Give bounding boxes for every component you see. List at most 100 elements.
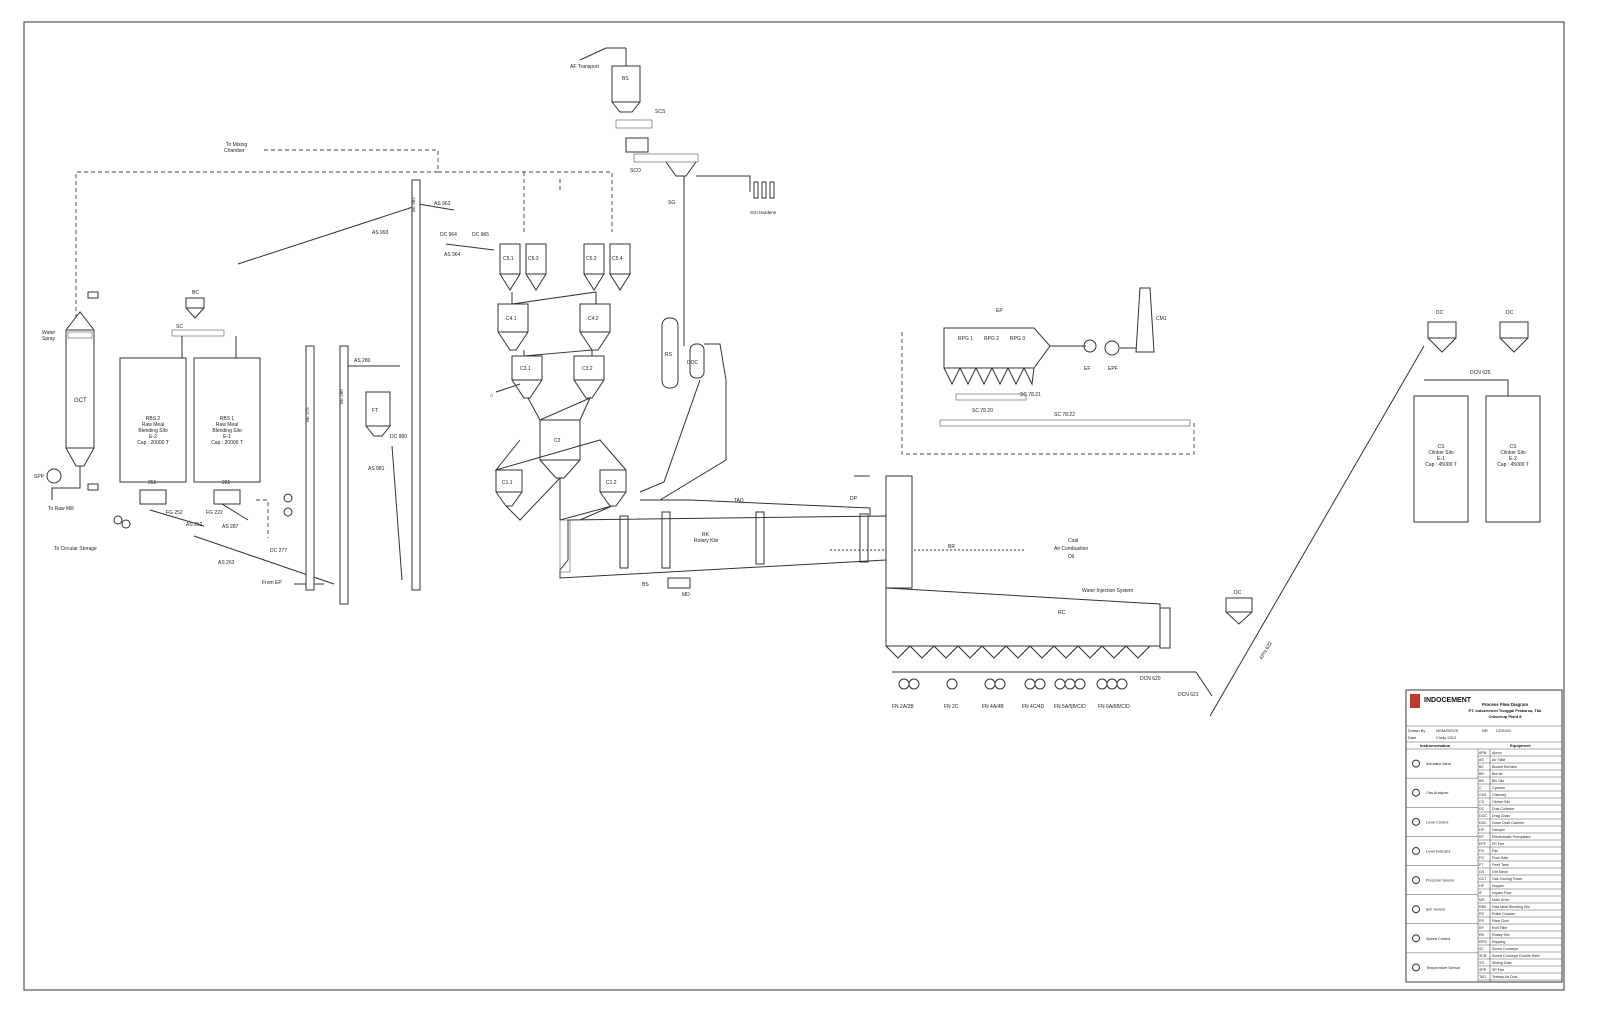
date-label: Date (1408, 735, 1417, 740)
preheater-tower: C5.1 C5.3 C5.2 C5.4 C4.1 C4.2 C3.1 C3.2 … (490, 243, 871, 521)
rc-label: RC (1058, 610, 1066, 616)
sgi-hardener-label: SGI Hardene (750, 210, 777, 215)
instrument-name: Temperature Sensor (1426, 966, 1461, 970)
equipment-code: RC (1479, 912, 1485, 916)
equipment-code: DC (1479, 807, 1485, 811)
ef-label: EF (1084, 366, 1090, 372)
from-ep-label: From EP (262, 580, 282, 586)
equipment-code: SG (1479, 961, 1484, 965)
equipment-name: Roller Crusher (1492, 912, 1516, 916)
equipment-name: Main Drive (1492, 898, 1509, 902)
title-block: INDOCEMENT Process Flow Diagram PT. Indo… (1405, 689, 1563, 983)
air-combustion-label: Air Combustion (1054, 546, 1088, 552)
c52-label: C5.2 (586, 256, 597, 262)
c31-label: C3.1 (520, 366, 531, 372)
equipment-name: Grit Sieve (1492, 870, 1508, 874)
raw-meal-section: Water Spray GCT SPP To Raw Mill To Circu… (34, 179, 421, 605)
equipment-code: EPF (1479, 842, 1487, 846)
equipment-code: SC (1479, 947, 1484, 951)
dcn621-label: DCN 621 (1178, 692, 1199, 698)
equipment-name: Clinker Silo (1492, 800, 1510, 804)
cooler-hoppers (885, 645, 1213, 697)
equipment-code: RPG (1479, 940, 1487, 944)
rbs2-l2: Raw Meal (142, 422, 164, 428)
dc-964-label: DC 964 (440, 232, 457, 238)
cs1-l1: CS (1438, 444, 1446, 450)
cs2-l2: Clinker Silo (1500, 450, 1526, 456)
be982-label: BE 982 (411, 197, 416, 212)
doc-label: DOC (687, 360, 699, 366)
cm1-label: CM1 (1156, 316, 1167, 322)
fan-label-4: FN 4C/4D (1022, 704, 1045, 710)
n251-label: 251 (148, 480, 157, 486)
equipment-code: RBS (1479, 905, 1487, 909)
drawn-by-label: Drawn By (1408, 728, 1425, 733)
equipment-name: Drag Chain (1492, 814, 1510, 818)
equipment-name: Bucket Elevator (1492, 765, 1518, 769)
rbs1-l2: Raw Meal (216, 422, 238, 428)
bc-label: BC (192, 290, 199, 296)
equipment-name: Rotary Kiln (1492, 933, 1510, 937)
bucket-elevator-275 (305, 345, 315, 591)
equipment-name: Dust Collector (1492, 807, 1515, 811)
instrument-symbol-icon (1412, 817, 1420, 826)
equipment-name: Screw Conveyor Double Helix (1492, 954, 1540, 958)
dp-label: DP (850, 496, 858, 502)
instrument-name: Actuated Valve (1426, 762, 1451, 766)
cooler-fans: FN 2A/2B FN 2C FN 4A/4B FN 4C/4D FN 5A/5… (892, 678, 1130, 710)
as-963-label: AS 963 (434, 201, 451, 207)
rpg2-label: RPG 2 (984, 336, 999, 342)
rpg3-label: RPG 3 (1010, 336, 1025, 342)
equipment-name: Fan (1492, 849, 1498, 853)
drawn-by-value: NGM/DEV/5 (1436, 728, 1459, 733)
instrument-name: Speed Control (1426, 937, 1450, 941)
sco-label: SCO (630, 168, 641, 174)
bs-label: BS (622, 76, 629, 82)
equipment-name: Sliding Gate (1492, 961, 1512, 965)
sc-label: SC (176, 324, 183, 330)
equipment-name: Flow Gate (1492, 856, 1508, 860)
date-value: Cindy 2012 (1436, 735, 1457, 740)
sg-label: SG (668, 200, 675, 206)
fg222-label: FG 222 (206, 510, 223, 516)
ep-label: EP (996, 308, 1003, 314)
equipment-code: SPP (1479, 968, 1487, 972)
logo-text: INDOCEMENT (1424, 697, 1472, 704)
n221-label: 221 (222, 480, 231, 486)
clinker-silo-e2 (1485, 395, 1541, 523)
cs2-l1: CS (1510, 444, 1518, 450)
dc980-label: DC 980 (390, 434, 407, 440)
rbs-1-silo (193, 357, 261, 483)
sc7820-label: SC 78.20 (972, 408, 993, 414)
gct-tower (65, 329, 95, 449)
fan-label-5: FN 5A/5B/C/D (1054, 704, 1086, 710)
rbs-2-silo (119, 357, 187, 483)
sc7821-label: SC 78.21 (1020, 392, 1041, 398)
c42-label: C4.2 (588, 316, 599, 322)
no-label: NR (1482, 728, 1488, 733)
instrument-name: Pressure Sensor (1426, 879, 1455, 883)
fan-label-6: FN 6A/6B/C/D (1098, 704, 1130, 710)
c51-label: C5.1 (503, 256, 514, 262)
water-injection-label: Water Injection System (1082, 588, 1133, 594)
equipment-name: Apron (1492, 751, 1502, 755)
as-964-label: AS 964 (444, 252, 461, 258)
coal-label: Coal (1068, 538, 1078, 544)
equipment-code: FT (1479, 863, 1484, 867)
equipment-header: Equipment (1510, 743, 1531, 748)
kiln-section: RK Rotary Kiln BR Coal Air Combustion Oi… (559, 475, 1213, 710)
as-993-label: AS 993 (372, 230, 389, 236)
ep-section: EP RPG 1 RPG 2 RPG 3 SC 78.20 SC 78.21 S… (901, 287, 1195, 455)
rs-label: RS (665, 352, 673, 358)
equipment-code: RF (1479, 926, 1485, 930)
as981-label: AS 981 (368, 466, 385, 472)
rbs2-l5: Cap : 20000 T (137, 440, 169, 446)
oil-label: Oil (1068, 554, 1074, 560)
apn-label: APN 622 (1259, 640, 1274, 661)
equipment-code: BC (1479, 765, 1484, 769)
equipment-name: EP Fan (1492, 842, 1504, 846)
equipment-name: Impact Flow (1492, 891, 1512, 895)
dcn620-label: DCN 620 (1140, 676, 1161, 682)
